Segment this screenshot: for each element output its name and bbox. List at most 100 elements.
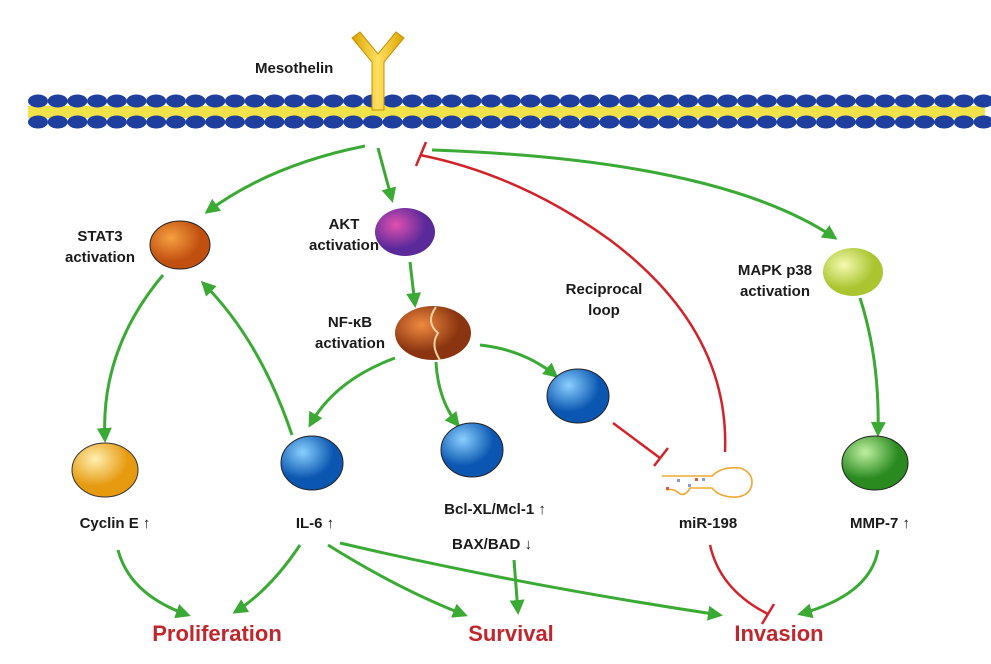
lipid-head	[796, 94, 817, 108]
bcl-protein	[440, 422, 504, 478]
outcome-proliferation: Proliferation	[152, 621, 282, 646]
lipid-head	[559, 94, 580, 108]
lipid-head	[323, 94, 344, 108]
lipid-head	[599, 94, 620, 108]
lipid-head	[816, 94, 836, 108]
bcl-label: Bcl-XL/Mcl-1 ↑	[444, 501, 546, 518]
lipid-head	[441, 115, 462, 129]
arrow-nfkb-to-bcl	[434, 361, 460, 428]
lipid-head	[244, 115, 265, 129]
stat3-label-line2: activation	[65, 249, 135, 266]
lipid-head	[244, 94, 265, 108]
il6-protein	[280, 435, 344, 491]
inhibition-mir198-to-mesothelin	[419, 153, 727, 453]
inhibition-bar-mir198	[653, 447, 669, 467]
lipid-head	[619, 115, 639, 129]
lipid-head	[520, 94, 541, 108]
stat3-label: STAT3	[77, 228, 122, 245]
lipid-head	[87, 115, 108, 129]
arrow-mesothelin-to-stat3	[204, 144, 366, 214]
lipid-head	[678, 115, 699, 129]
mapk-p38-protein	[823, 248, 883, 296]
lipid-head	[481, 115, 502, 129]
lipid-head	[894, 94, 915, 108]
lipid-head	[264, 94, 285, 108]
lipid-head	[165, 115, 186, 129]
lipid-head	[579, 115, 600, 129]
blue-protein	[546, 368, 610, 424]
lipid-head	[835, 115, 856, 129]
reciprocal-loop-label-line2: loop	[588, 302, 620, 319]
nfkb-label-line2: activation	[315, 335, 385, 352]
lipid-head	[875, 94, 896, 108]
lipid-head	[67, 115, 88, 129]
lipid-head	[303, 94, 324, 108]
bax-bad-label: BAX/BAD ↓	[452, 536, 532, 553]
membrane-lipid-tails	[28, 106, 985, 118]
lipid-head	[402, 115, 423, 129]
lipid-head	[658, 94, 679, 108]
lipid-head	[697, 115, 718, 129]
reciprocal-loop-label: Reciprocal	[566, 281, 643, 298]
lipid-head	[756, 94, 777, 108]
nfkb-label: NF-κB	[328, 314, 372, 331]
lipid-head	[500, 115, 521, 129]
lipid-head	[776, 115, 797, 129]
arrow-bcl-to-survival	[509, 559, 525, 615]
il6-label: IL-6 ↑	[296, 515, 334, 532]
lipid-head	[914, 94, 935, 108]
akt-label: AKT	[329, 216, 360, 233]
lipid-head	[599, 115, 620, 129]
lipid-head	[559, 115, 580, 129]
lipid-head	[520, 115, 541, 129]
mir198-hairpin-icon	[662, 466, 753, 498]
lipid-head	[382, 115, 403, 129]
lipid-head	[225, 94, 245, 108]
lipid-head	[953, 94, 974, 108]
lipid-head	[422, 115, 442, 129]
nfkb-protein	[395, 306, 471, 361]
lipid-head	[106, 115, 127, 129]
lipid-head	[619, 94, 639, 108]
mesothelin-receptor	[351, 31, 405, 111]
lipid-head	[717, 94, 738, 108]
lipid-head	[973, 94, 991, 108]
arrow-cyclin-to-proliferation	[116, 549, 191, 619]
lipid-head	[500, 94, 521, 108]
lipid-head	[205, 115, 226, 129]
lipid-head	[225, 115, 245, 129]
lipid-head	[461, 115, 482, 129]
inhibition-bar-invasion	[760, 603, 776, 625]
arrow-mesothelin-to-mapk	[431, 148, 838, 240]
lipid-head	[402, 94, 423, 108]
lipid-head	[165, 94, 186, 108]
lipid-head	[717, 115, 738, 129]
lipid-head	[934, 115, 955, 129]
arrow-mmp7-to-invasion	[797, 549, 880, 619]
mmp7-label: MMP-7 ↑	[850, 515, 910, 532]
lipid-head	[638, 115, 659, 129]
mmp7-protein	[841, 435, 909, 491]
cyclin-e-protein	[71, 442, 139, 498]
lipid-head	[185, 115, 206, 129]
arrow-il6-to-survival	[327, 543, 468, 618]
lipid-head	[855, 115, 876, 129]
lipid-head	[934, 94, 955, 108]
cyclin-e-label: Cyclin E ↑	[80, 515, 151, 532]
lipid-head	[303, 115, 324, 129]
arrow-mapk-to-mmp7	[858, 297, 886, 437]
lipid-head	[737, 115, 758, 129]
lipid-head	[205, 94, 226, 108]
lipid-head	[146, 94, 167, 108]
lipid-head	[362, 115, 383, 129]
lipid-head	[678, 94, 699, 108]
lipid-head	[47, 115, 68, 129]
inhibition-protein-to-mir198	[612, 421, 661, 460]
arrow-il6-to-proliferation	[232, 544, 302, 614]
lipid-head	[658, 115, 679, 129]
mir198-label: miR-198	[679, 515, 737, 532]
lipid-head	[343, 94, 364, 108]
cell-membrane	[28, 94, 991, 129]
lipid-head	[441, 94, 462, 108]
